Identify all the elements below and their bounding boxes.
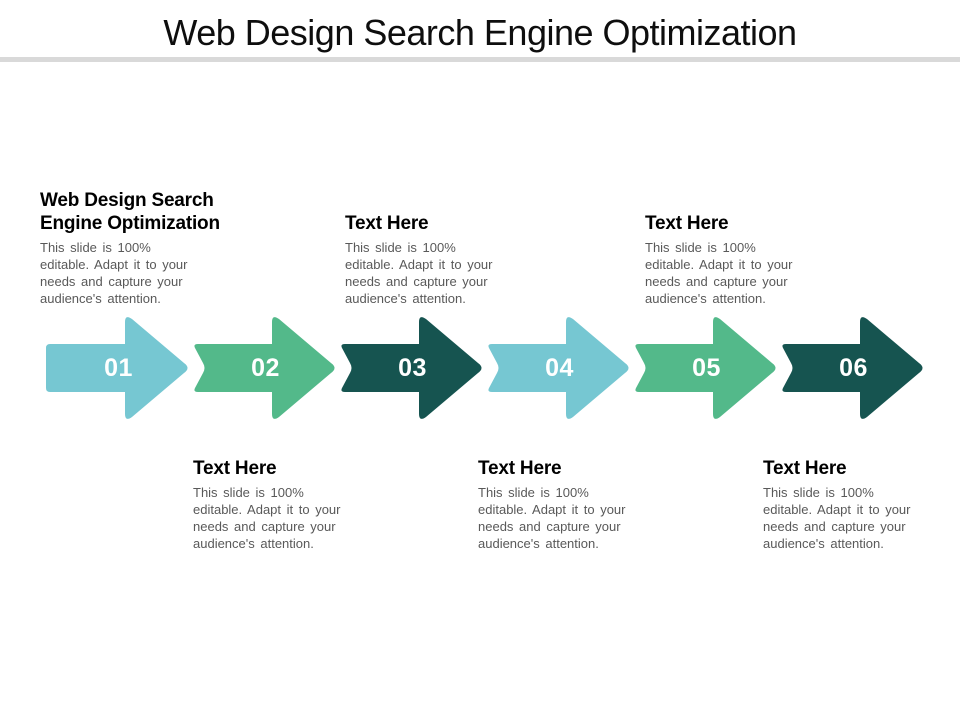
block-body: This slide is 100% editable. Adapt it to… <box>40 240 188 306</box>
block-body: This slide is 100% editable. Adapt it to… <box>763 485 911 551</box>
block-heading: Text Here <box>345 213 429 234</box>
arrow-shape <box>782 317 923 419</box>
block-body: This slide is 100% editable. Adapt it to… <box>193 485 341 551</box>
process-arrow-5: 05 <box>634 312 780 424</box>
arrow-shape <box>488 317 629 419</box>
arrow-shape <box>194 317 335 419</box>
text-block-bottom-1: Text Here This slide is 100% editable. A… <box>193 457 428 552</box>
text-block-bottom-2: Text Here This slide is 100% editable. A… <box>478 457 713 552</box>
arrow-number: 06 <box>839 354 868 382</box>
arrow-number: 02 <box>251 354 280 382</box>
right-arrow-icon <box>635 317 776 419</box>
process-arrow-2: 02 <box>193 312 339 424</box>
process-arrow-1: 01 <box>46 312 192 424</box>
arrow-number: 04 <box>545 354 574 382</box>
arrow-shape <box>635 317 776 419</box>
block-body: This slide is 100% editable. Adapt it to… <box>345 240 493 306</box>
arrow-shape <box>46 317 188 419</box>
process-arrow-3: 03 <box>340 312 486 424</box>
text-block-top-2: Text Here This slide is 100% editable. A… <box>345 212 580 307</box>
block-heading: Web Design Search Engine Optimization <box>40 190 220 234</box>
right-arrow-icon <box>488 317 629 419</box>
text-block-bottom-3: Text Here This slide is 100% editable. A… <box>763 457 960 552</box>
process-arrow-6: 06 <box>781 312 927 424</box>
arrow-shape <box>341 317 482 419</box>
block-heading: Text Here <box>645 213 729 234</box>
block-body: This slide is 100% editable. Adapt it to… <box>478 485 626 551</box>
right-arrow-icon <box>46 317 188 419</box>
slide-title: Web Design Search Engine Optimization <box>163 12 797 53</box>
arrow-number: 03 <box>398 354 427 382</box>
arrow-number: 01 <box>104 354 133 382</box>
right-arrow-icon <box>782 317 923 419</box>
block-body: This slide is 100% editable. Adapt it to… <box>645 240 793 306</box>
right-arrow-icon <box>341 317 482 419</box>
title-divider <box>0 57 960 62</box>
text-block-top-1: Web Design Search Engine Optimization Th… <box>40 189 275 307</box>
process-arrow-4: 04 <box>487 312 633 424</box>
text-block-top-3: Text Here This slide is 100% editable. A… <box>645 212 880 307</box>
block-heading: Text Here <box>478 458 562 479</box>
block-heading: Text Here <box>763 458 847 479</box>
right-arrow-icon <box>194 317 335 419</box>
arrow-number: 05 <box>692 354 721 382</box>
block-heading: Text Here <box>193 458 277 479</box>
